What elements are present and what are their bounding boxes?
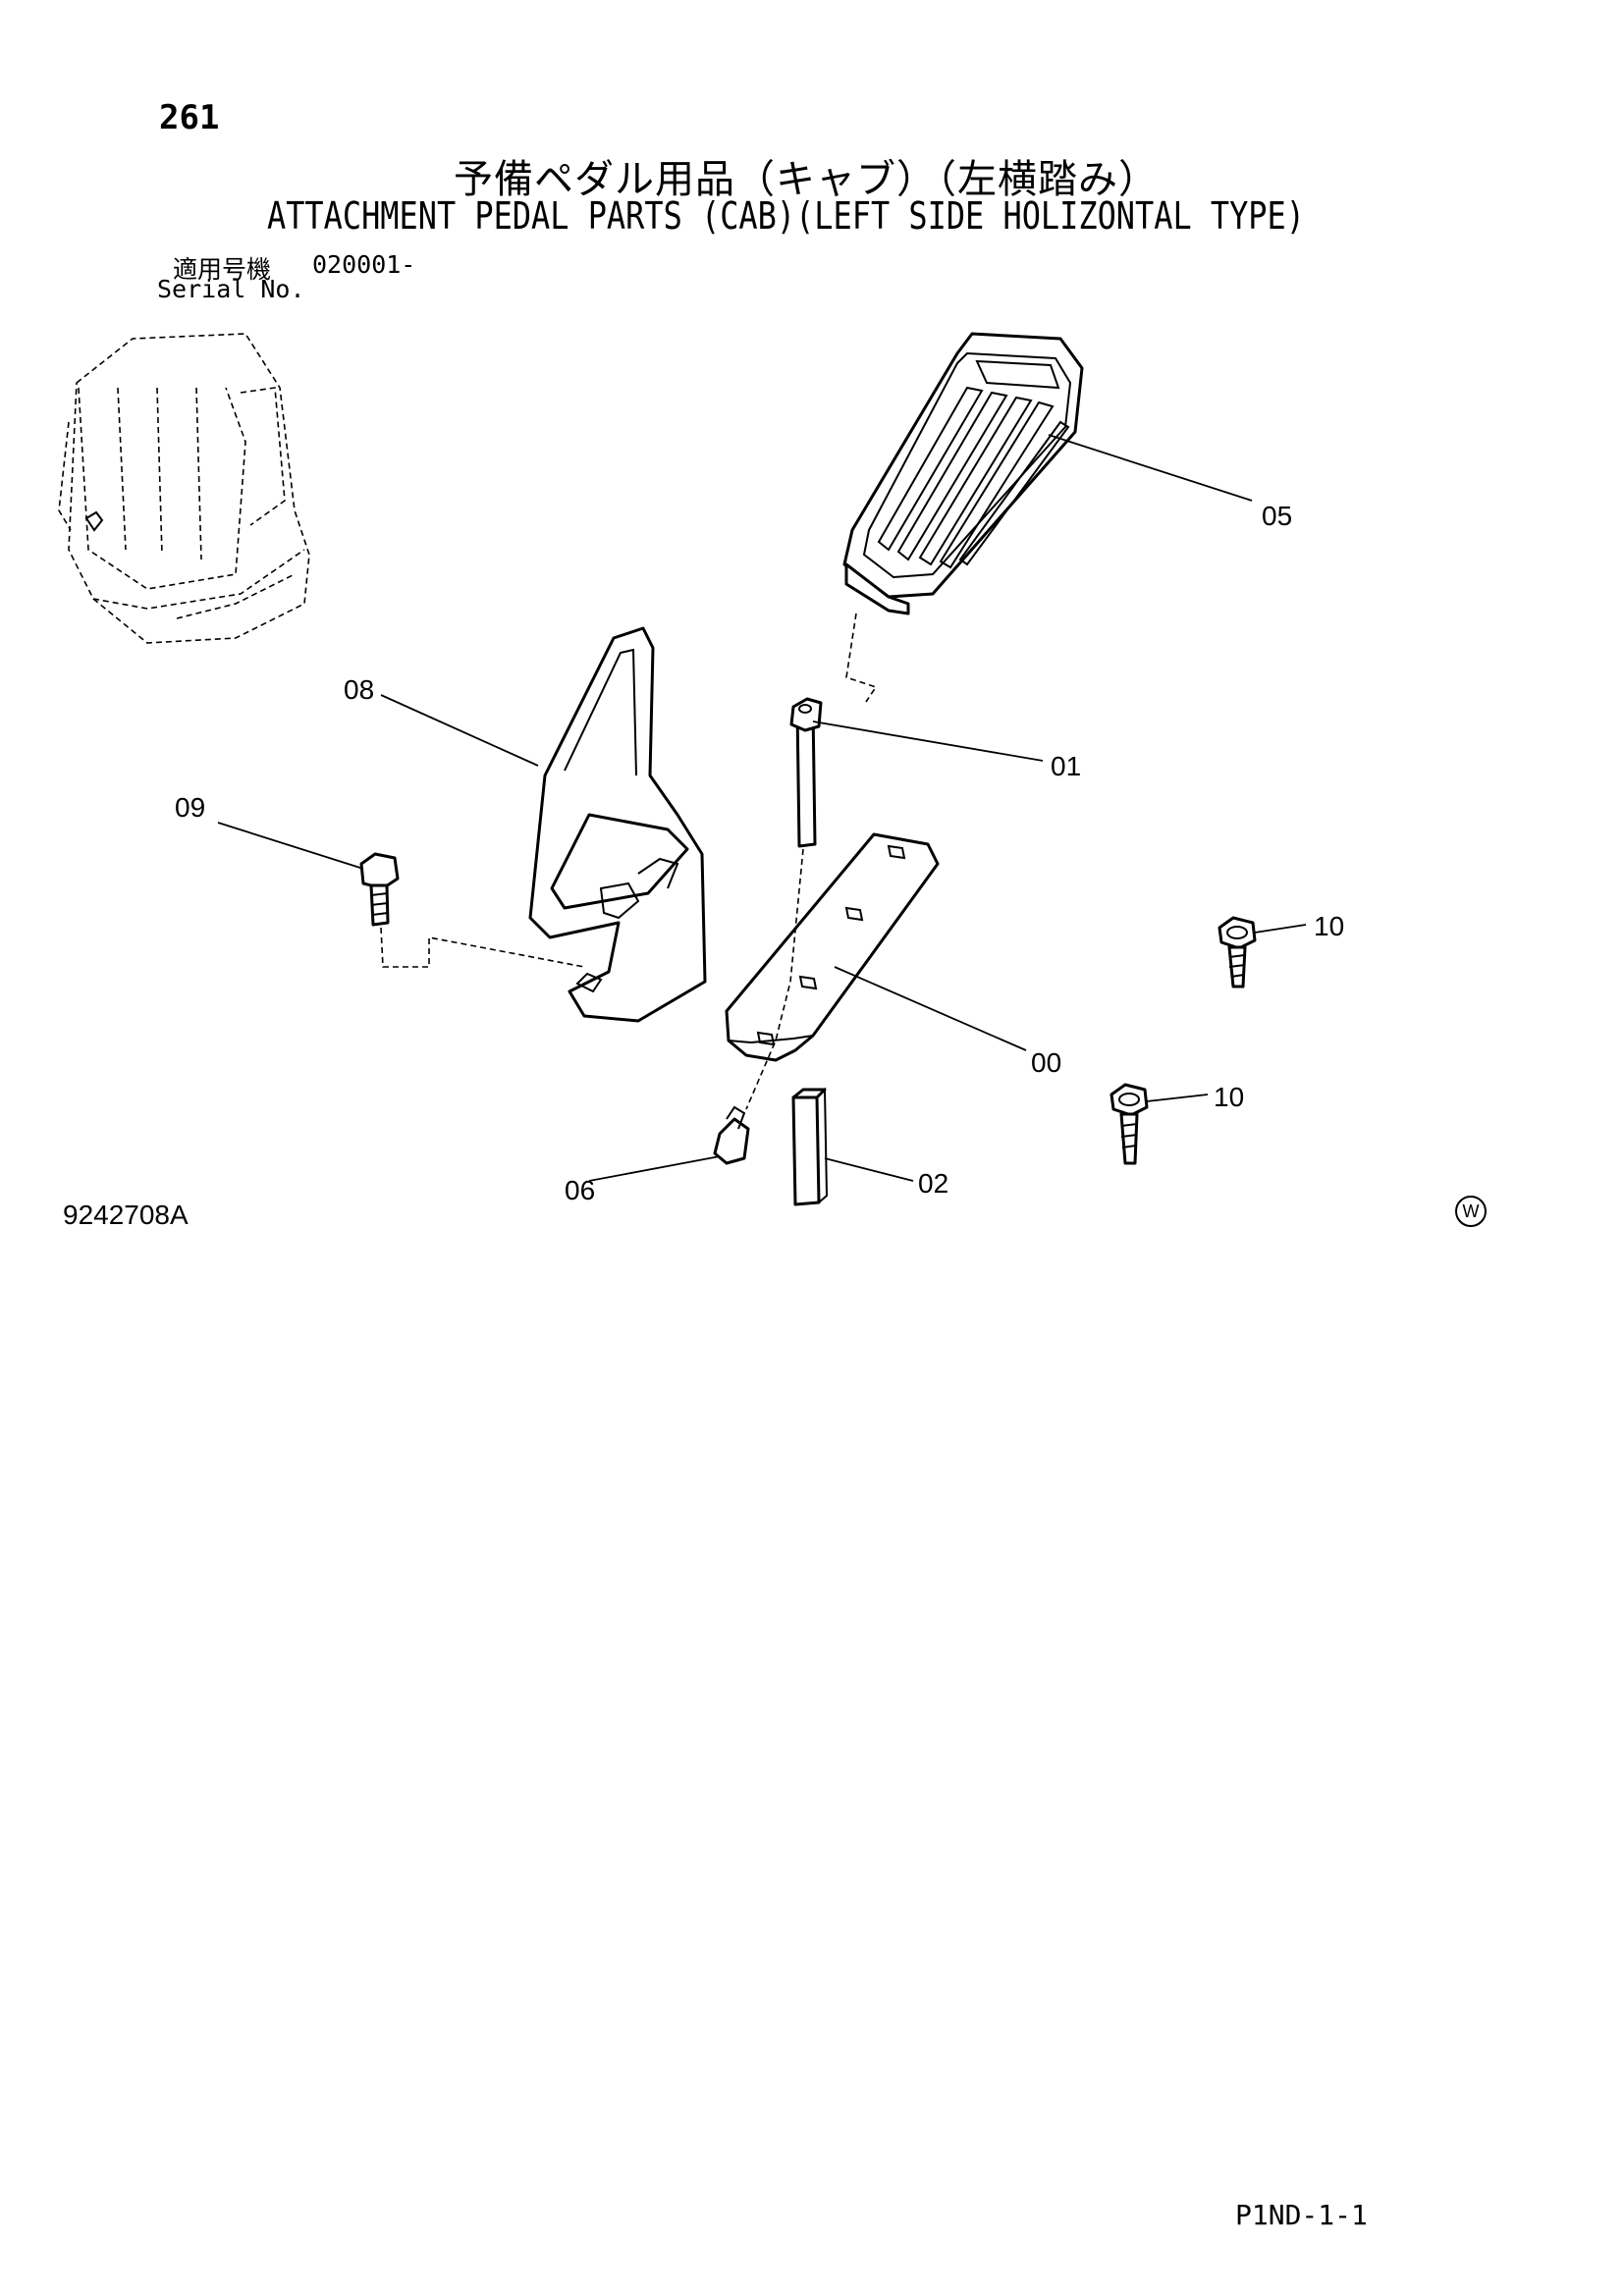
part-10-bolt-upper (1218, 916, 1257, 988)
part-02-spacer (791, 1087, 829, 1206)
page-number: 261 (159, 98, 220, 137)
callout-02: 02 (918, 1168, 948, 1199)
page-code: P1ND-1-1 (1235, 2199, 1368, 2231)
part-00-bracket-plate (725, 832, 940, 1062)
title-japanese: 予備ペダル用品（キャブ）（左横踏み） (454, 157, 1159, 202)
callout-05: 05 (1262, 501, 1292, 531)
callout-00: 00 (1031, 1047, 1061, 1078)
serial-number-range: 020001- (312, 250, 416, 279)
assembly-line-pedal (745, 613, 878, 1110)
part-08-pedal-frame (528, 626, 707, 1023)
callout-06: 06 (565, 1175, 595, 1205)
part-06-clip (713, 1105, 750, 1165)
exploded-parts-diagram: 05 01 08 09 10 00 10 02 06 (58, 332, 1344, 1206)
serial-label-japanese: 適用号機 (173, 255, 272, 284)
part-05-pedal-pad (842, 332, 1084, 615)
callout-09: 09 (175, 792, 205, 823)
cab-location-thumbnail (58, 333, 310, 644)
callout-01: 01 (1051, 751, 1081, 781)
assembly-line-09 (380, 927, 585, 968)
callout-08: 08 (344, 674, 374, 705)
part-01-stud (789, 697, 823, 848)
circled-w-mark: W (1455, 1196, 1487, 1227)
part-10-bolt-lower (1110, 1083, 1149, 1165)
pedal-location-marker (84, 510, 104, 532)
drawing-number: 9242708A (63, 1200, 189, 1230)
callout-10-upper: 10 (1314, 911, 1344, 941)
title-english: ATTACHMENT PEDAL PARTS (CAB)(LEFT SIDE H… (267, 194, 1305, 238)
part-09-bolt (359, 852, 400, 927)
serial-label-english: Serial No. (157, 275, 305, 303)
callout-10-lower: 10 (1214, 1082, 1244, 1112)
